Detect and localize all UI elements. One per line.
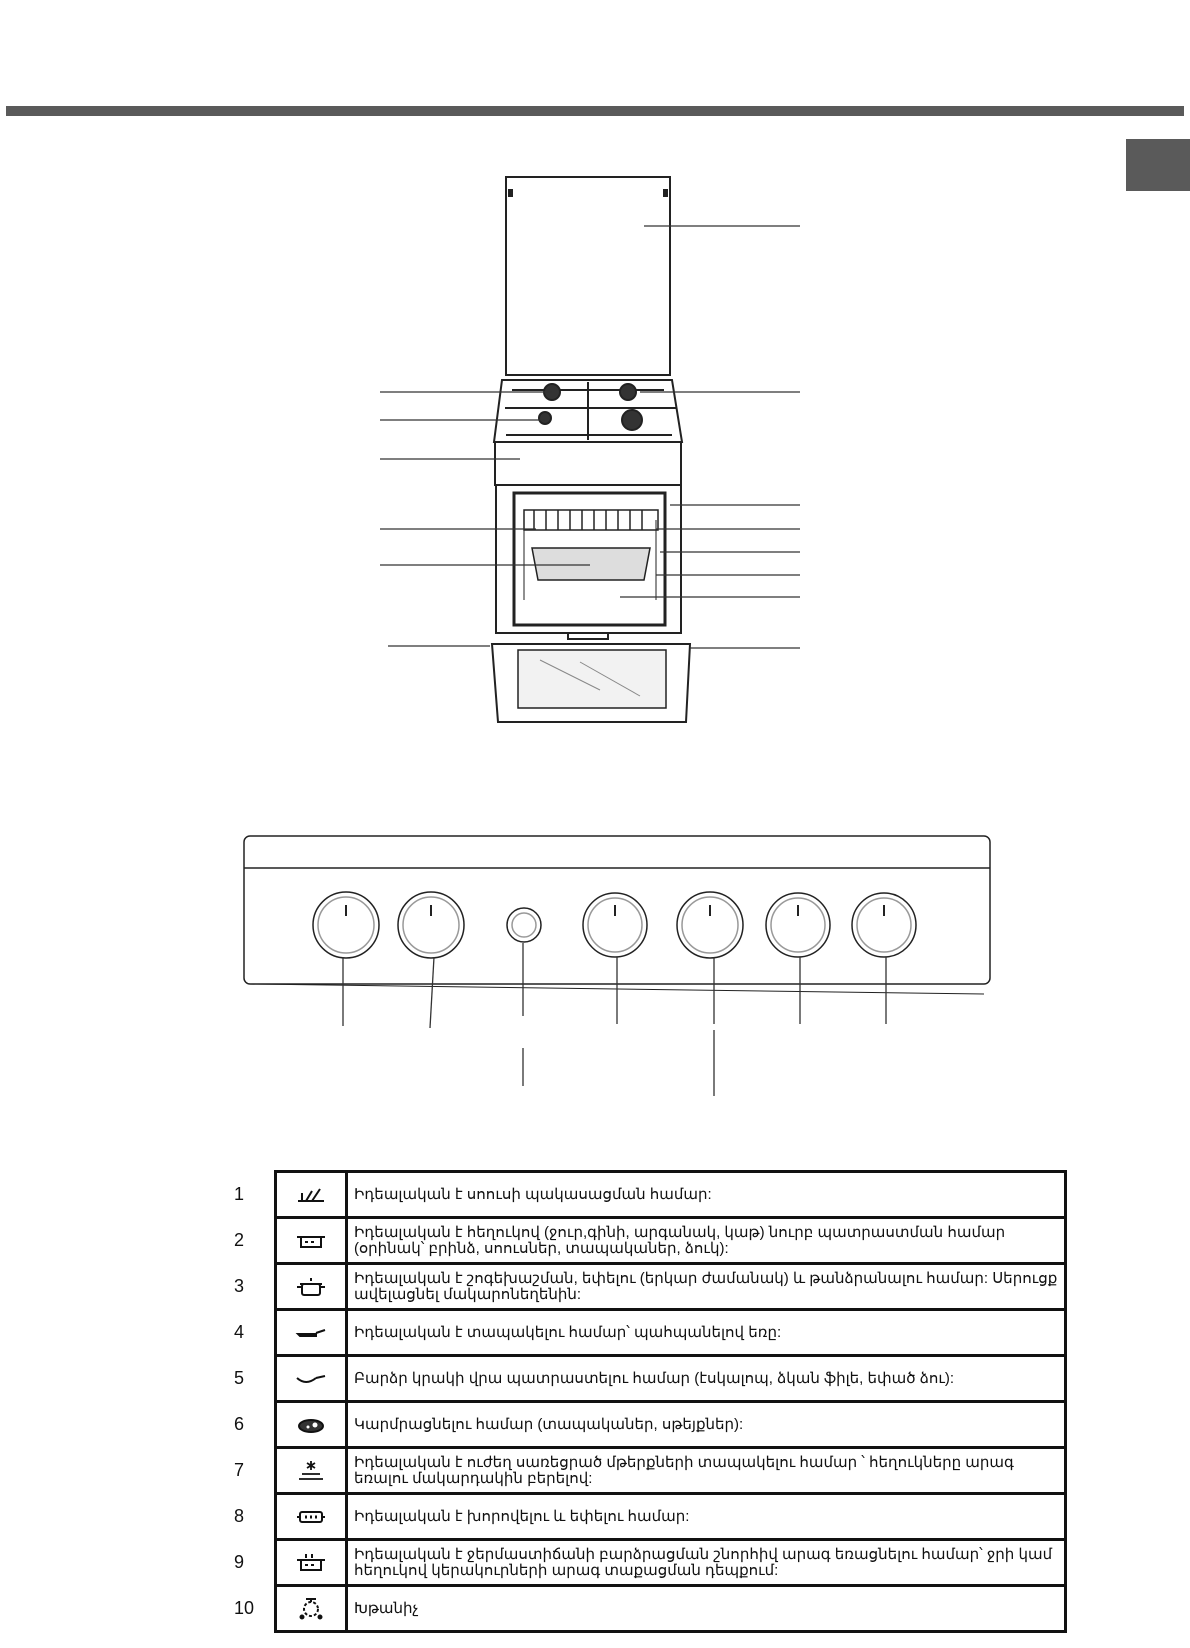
knob-3	[582, 892, 648, 958]
control-leader-lines	[342, 943, 887, 1096]
row-text: Իդեալական է տապակելու համար՝ պահպանելով …	[345, 1308, 1067, 1357]
row-number: 2	[234, 1230, 245, 1250]
front-panel	[494, 441, 682, 486]
frozen-food-icon	[277, 1459, 345, 1483]
row-text: Իդեալական է հեղուկով (ջուր,գինի, արգանակ…	[345, 1216, 1067, 1265]
settings-legend-table: 1 Իդեալական է սոուսի պակասացման համար: 2…	[230, 1170, 1067, 1633]
oven-cavity	[512, 491, 667, 627]
defrost-icon	[277, 1185, 345, 1205]
table-row: 6 Կարմրացնելու համար (տապականեր, սթեյքնե…	[230, 1400, 1067, 1449]
row-text: Իդեալական է ուժեղ սառեցրած մթերքների տապ…	[345, 1446, 1067, 1495]
row-number: 1	[234, 1184, 245, 1204]
oven-door	[490, 643, 692, 723]
row-text: Իդեալական է սոուսի պակասացման համար:	[345, 1170, 1067, 1219]
table-row: 3 Իդեալական է շոգեխաշման, եփելու (երկար …	[230, 1262, 1067, 1311]
knob-5	[765, 892, 831, 958]
ignition-button	[506, 907, 542, 943]
knob-4	[676, 891, 744, 959]
burner-front-left	[538, 411, 552, 425]
row-number: 8	[234, 1506, 245, 1526]
row-number: 9	[234, 1552, 245, 1572]
boil-icon	[277, 1509, 345, 1525]
frying-pan-low-icon	[277, 1325, 345, 1341]
row-text: Իդեալական է ջերմաստիճանի բարձրացման շնոր…	[345, 1538, 1067, 1587]
knob-2	[397, 891, 465, 959]
table-row: 7 Իդեալական է ուժեղ սառեցրած մթերքների տ…	[230, 1446, 1067, 1495]
table-row: 8 Իդեալական է խորովելու և եփելու համար:	[230, 1492, 1067, 1541]
row-number: 3	[234, 1276, 245, 1296]
table-row: 9 Իդեալական է ջերմաստիճանի բարձրացման շն…	[230, 1538, 1067, 1587]
control-knobs	[312, 891, 917, 959]
covered-pot-icon	[277, 1276, 345, 1298]
oven-rack	[523, 509, 659, 531]
header-bar	[6, 106, 1184, 116]
row-text: Իդեալական է խորովելու և եփելու համար:	[345, 1492, 1067, 1541]
row-number: 10	[234, 1598, 255, 1618]
row-text: Կարմրացնելու համար (տապականեր, սթեյքներ)…	[345, 1400, 1067, 1449]
knob-6	[851, 892, 917, 958]
row-number: 5	[234, 1368, 245, 1388]
timer-icon	[277, 1597, 345, 1621]
table-row: 4 Իդեալական է տապակելու համար՝ պահպանելո…	[230, 1308, 1067, 1357]
drip-tray	[531, 547, 651, 581]
table-row: 5 Բարձր կրակի վրա պատրաստելու համար (էսկ…	[230, 1354, 1067, 1403]
row-number: 6	[234, 1414, 245, 1434]
table-row: 2 Իդեալական է հեղուկով (ջուր,գինի, արգան…	[230, 1216, 1067, 1265]
burner-front-right	[621, 409, 643, 431]
row-text: Բարձր կրակի վրա պատրաստելու համար (էսկալ…	[345, 1354, 1067, 1403]
lid	[505, 176, 671, 376]
table-row: 10 Խթանիչ	[230, 1584, 1067, 1633]
row-number: 7	[234, 1460, 245, 1480]
table-row: 1 Իդեալական է սոուսի պակասացման համար:	[230, 1170, 1067, 1219]
rapid-boil-icon	[277, 1552, 345, 1574]
burner-rear-right	[619, 383, 637, 401]
row-number: 4	[234, 1322, 245, 1342]
language-tab	[1126, 139, 1190, 191]
cooker-diagram	[243, 176, 991, 1096]
knob-1	[312, 891, 380, 959]
row-text: Իդեալական է շոգեխաշման, եփելու (երկար ժա…	[345, 1262, 1067, 1311]
row-text: Խթանիչ	[345, 1584, 1067, 1633]
steak-icon	[277, 1415, 345, 1435]
simmer-pot-icon	[277, 1231, 345, 1251]
frying-pan-icon	[277, 1371, 345, 1387]
